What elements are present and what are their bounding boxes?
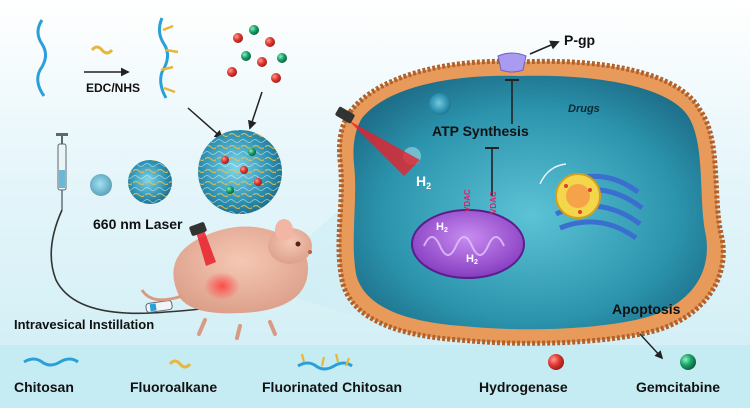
catheter-tube (50, 209, 207, 315)
assembly-arrow-left (187, 107, 224, 140)
laser-label: 660 nm Laser (93, 216, 183, 232)
small-nanoparticle (90, 174, 112, 196)
mouse-ear (275, 219, 293, 241)
p-gp-pump-icon (497, 52, 527, 73)
bladder-glow (204, 272, 240, 300)
laser-emitter-icon (189, 222, 207, 236)
h2-label-mito-bottom: H2 (466, 253, 478, 266)
chitosan-chain-icon (23, 357, 79, 367)
p-gp-label: P-gp (564, 32, 595, 48)
legend-fluoroalkane: Fluoroalkane (130, 379, 217, 395)
fluorinated-chitosan-icon (297, 353, 353, 371)
synthesis-scheme: EDC/NHS (36, 17, 287, 232)
fluoroalkane-icon (90, 45, 114, 55)
laser-beam-cell (348, 120, 420, 176)
laser-probe-icon (335, 106, 355, 124)
loaded-nanoparticle (198, 130, 282, 214)
legend-chitosan: Chitosan (14, 379, 74, 395)
cargo-spheres (227, 25, 287, 83)
h2-label-cytoplasm: H2 (416, 173, 431, 191)
catheter-tip-icon (145, 300, 173, 313)
reagent-label: EDC/NHS (86, 81, 140, 95)
medium-nanoparticle (128, 160, 172, 204)
mouse-legs (197, 318, 277, 340)
laser-beam-mouse (196, 230, 216, 266)
syringe-icon (56, 133, 68, 210)
mouse-illustration (140, 219, 312, 340)
vdac-label-right: VDAC (489, 191, 498, 214)
legend-fluorinated-chitosan: Fluorinated Chitosan (262, 379, 402, 395)
legend-gemcitabine: Gemcitabine (636, 379, 720, 395)
vdac-label-left: VDAC (463, 189, 472, 212)
red-sphere-icon (548, 354, 564, 370)
chitosan-chain-icon (36, 19, 47, 97)
legend-band (0, 345, 750, 408)
assembly-arrow-right (248, 91, 263, 130)
apoptosis-arrow (639, 333, 664, 360)
fluoroalkane-icon (168, 359, 192, 369)
cytoplasm (353, 75, 707, 330)
mitochondrion: H2 H2 VDAC VDAC (411, 189, 525, 279)
instillation-label: Intravesical Instillation (14, 317, 154, 332)
cancer-cell: P-gp Drugs ATP Synthesis H2 H2 H2 VDAC V… (335, 32, 726, 346)
internalized-nanoparticle (429, 93, 451, 115)
drugs-label: Drugs (568, 103, 600, 115)
apoptosis-label: Apoptosis (612, 301, 681, 317)
mouse-tail (140, 289, 183, 302)
legend-hydrogenase: Hydrogenase (479, 379, 568, 395)
mouse-nose (308, 250, 312, 254)
fluorinated-chitosan-product-icon (157, 17, 179, 99)
green-sphere-icon (680, 354, 696, 370)
h2-label-mito-top: H2 (436, 221, 448, 234)
efflux-arrow (529, 40, 560, 55)
legend: Chitosan Fluoroalkane Fluorinated Chitos… (14, 353, 720, 395)
nucleus-pointer (539, 163, 567, 185)
atp-label: ATP Synthesis (432, 123, 529, 139)
nucleus (555, 173, 601, 219)
mouse-eye (295, 241, 301, 247)
